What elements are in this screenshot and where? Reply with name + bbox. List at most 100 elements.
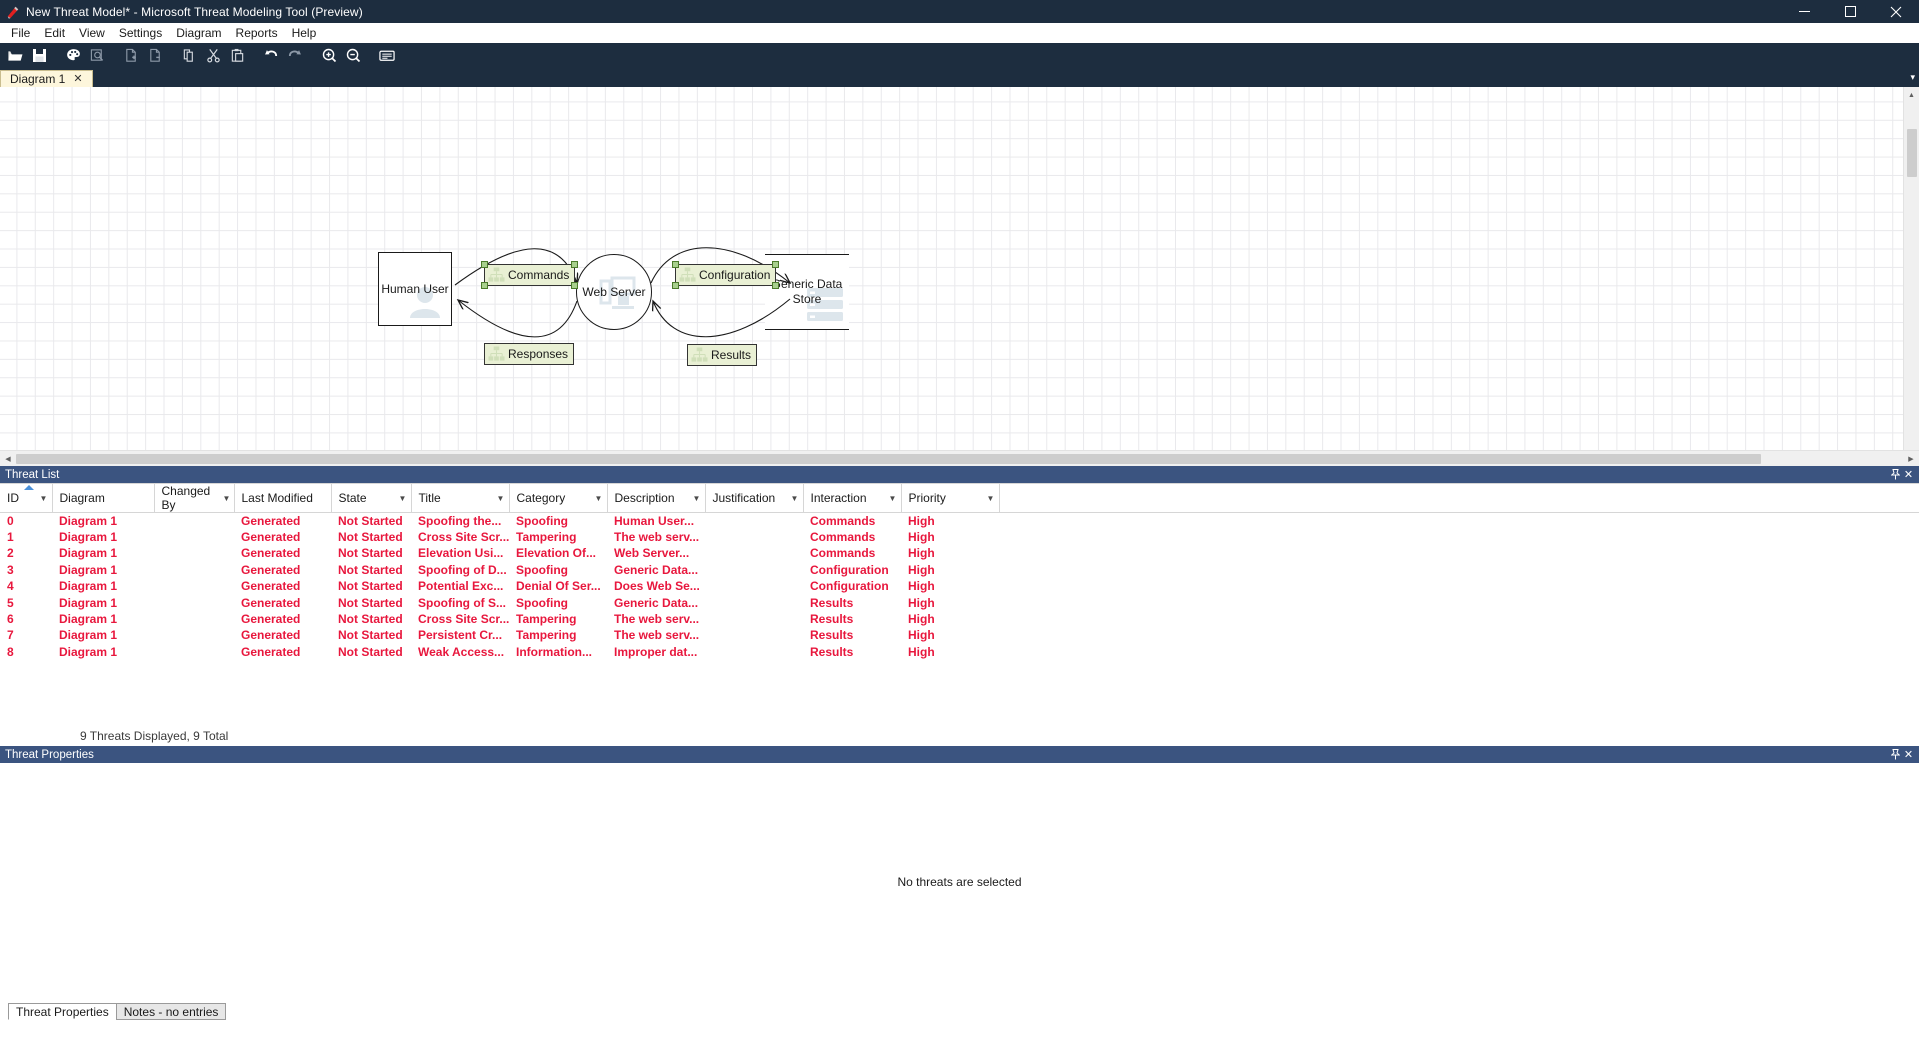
zoom-out-icon[interactable] (341, 44, 365, 67)
tab-close-icon[interactable]: ✕ (73, 72, 83, 85)
menu-diagram[interactable]: Diagram (176, 26, 222, 40)
column-header-justification[interactable]: Justification ▼ (705, 483, 804, 513)
column-header-last-modified[interactable]: Last Modified (234, 483, 332, 513)
menu-reports[interactable]: Reports (235, 26, 278, 40)
filter-chevron-down-icon[interactable]: ▼ (39, 493, 48, 503)
flow-handle-br[interactable] (571, 282, 579, 289)
minimize-button[interactable] (1781, 0, 1827, 23)
threat-table-header-row: ID ▼ Diagram Changed By ▼ (0, 483, 1919, 513)
filter-chevron-down-icon[interactable]: ▼ (222, 493, 231, 503)
tab-notes[interactable]: Notes - no entries (115, 1003, 227, 1020)
flow-handle-bl[interactable] (481, 282, 488, 289)
filter-chevron-down-icon[interactable]: ▼ (888, 493, 897, 503)
scroll-right-arrow-icon[interactable]: ▶ (1908, 455, 1914, 463)
filter-chevron-down-icon[interactable]: ▼ (496, 493, 505, 503)
open-icon[interactable] (3, 44, 27, 67)
undo-icon[interactable] (259, 44, 283, 67)
tab-threat-properties[interactable]: Threat Properties (8, 1003, 117, 1020)
flow-handle-tr[interactable] (571, 261, 579, 268)
cell-interaction: Results (810, 644, 854, 659)
vertical-scroll-thumb[interactable] (1906, 129, 1917, 177)
diagram-canvas[interactable]: Human User Web Server (0, 87, 1903, 450)
diagram-flow-responses[interactable]: Responses (484, 343, 575, 365)
menu-view[interactable]: View (79, 26, 105, 40)
menu-settings[interactable]: Settings (118, 26, 163, 40)
column-header-title[interactable]: Title ▼ (411, 483, 510, 513)
notes-icon[interactable] (375, 44, 399, 67)
close-icon[interactable]: ✕ (1903, 469, 1914, 481)
filter-chevron-down-icon[interactable]: ▼ (986, 493, 995, 503)
add-diagram-icon[interactable] (119, 44, 143, 67)
menu-edit[interactable]: Edit (44, 26, 66, 40)
pin-icon[interactable] (1889, 469, 1902, 480)
scroll-left-arrow-icon[interactable]: ◀ (5, 455, 11, 463)
column-header-interaction[interactable]: Interaction ▼ (803, 483, 902, 513)
remove-diagram-icon[interactable] (143, 44, 167, 67)
canvas-horizontal-scrollbar[interactable]: ◀ ▶ (0, 450, 1919, 466)
close-button[interactable] (1873, 0, 1919, 23)
flow-handle-tl[interactable] (672, 261, 679, 268)
threat-list-grid[interactable]: ID ▼ Diagram Changed By ▼ (0, 483, 1919, 724)
palette-icon[interactable] (61, 44, 85, 67)
column-header-changed-by[interactable]: Changed By ▼ (154, 483, 235, 513)
diagram-connectors (454, 247, 1903, 338)
cell-title: Persistent Cr... (418, 628, 503, 643)
analysis-view-icon[interactable] (85, 44, 109, 67)
cell-diagram: Diagram 1 (59, 513, 118, 528)
flow-handle-tr[interactable] (772, 261, 780, 268)
pin-icon[interactable] (1889, 749, 1902, 760)
cell-filler (999, 644, 1919, 660)
filter-chevron-down-icon[interactable]: ▼ (790, 493, 799, 503)
save-icon[interactable] (27, 44, 51, 67)
column-header-category[interactable]: Category ▼ (509, 483, 608, 513)
diagram-flow-responses-label: Responses (508, 347, 569, 361)
redo-icon[interactable] (283, 44, 307, 67)
cell-priority: High (908, 530, 935, 545)
cut-icon[interactable] (201, 44, 225, 67)
column-header-justification-label: Justification (712, 491, 776, 505)
column-header-priority[interactable]: Priority ▼ (901, 483, 1000, 513)
tab-diagram-1[interactable]: Diagram 1 ✕ (0, 70, 93, 87)
column-header-id[interactable]: ID ▼ (0, 483, 53, 513)
canvas-vertical-scrollbar[interactable]: ▲ (1903, 87, 1919, 450)
window-title: New Threat Model* - Microsoft Threat Mod… (26, 4, 363, 19)
close-icon[interactable]: ✕ (1903, 749, 1914, 761)
scroll-up-arrow-icon[interactable]: ▲ (1908, 91, 1915, 99)
column-header-diagram[interactable]: Diagram (52, 483, 155, 513)
flow-handle-bl[interactable] (672, 282, 679, 289)
filter-chevron-down-icon[interactable]: ▼ (692, 493, 701, 503)
copy-diagram-icon[interactable] (177, 44, 201, 67)
horizontal-scroll-track[interactable] (16, 451, 1903, 467)
zoom-in-icon[interactable] (317, 44, 341, 67)
flow-handle-tl[interactable] (481, 261, 488, 268)
flow-handle-br[interactable] (772, 282, 780, 289)
filter-chevron-down-icon[interactable]: ▼ (594, 493, 603, 503)
cell-description: The web serv... (614, 530, 700, 545)
filter-chevron-down-icon[interactable]: ▼ (398, 493, 407, 503)
cell-interaction: Commands (810, 546, 876, 561)
maximize-button[interactable] (1827, 0, 1873, 23)
cell-last-modified: Generated (241, 644, 301, 659)
diagram-flow-results[interactable]: Results (687, 344, 758, 366)
tab-overflow-chevron-down-icon[interactable]: ▾ (1910, 72, 1915, 82)
cell-description: Web Server... (614, 546, 690, 561)
horizontal-scroll-thumb[interactable] (16, 453, 1761, 464)
diagram-flow-commands[interactable]: Commands (481, 261, 579, 289)
menu-help[interactable]: Help (291, 26, 317, 40)
column-header-state[interactable]: State ▼ (331, 483, 412, 513)
paste-icon[interactable] (225, 44, 249, 67)
menu-file[interactable]: File (11, 26, 31, 40)
column-header-description[interactable]: Description ▼ (607, 483, 706, 513)
threat-properties-empty-message: No threats are selected (897, 874, 1022, 889)
diagram-flow-configuration[interactable]: Configuration (672, 261, 780, 289)
toolbar-separator-2 (109, 44, 119, 67)
